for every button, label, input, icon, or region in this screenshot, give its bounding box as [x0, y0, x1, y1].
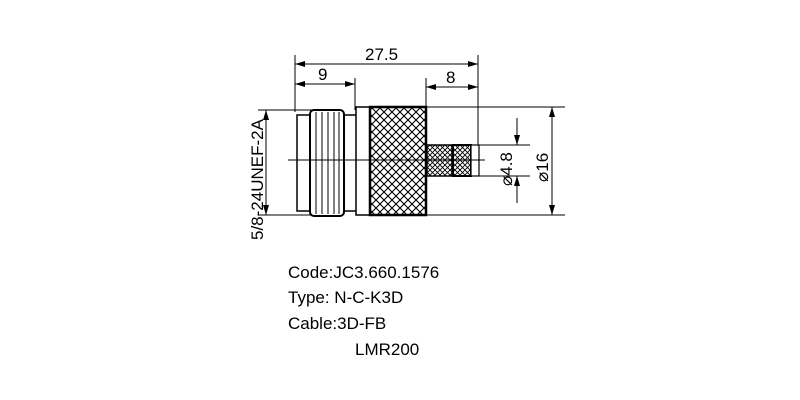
flange: [355, 106, 371, 216]
spec-type: Type: N-C-K3D: [288, 288, 404, 307]
knurled-nut: [368, 105, 428, 217]
spec-cable-alt: LMR200: [355, 340, 420, 359]
spec-cable: Cable:3D-FB: [288, 314, 387, 333]
threaded-section: [296, 109, 358, 217]
spec-code: Code:JC3.660.1576: [288, 263, 440, 282]
thread-spec-label: 5/8-24UNEF-2A: [248, 118, 267, 240]
overall-length-label: 27.5: [365, 45, 398, 64]
body-diameter-label: ⌀16: [533, 153, 552, 182]
pin-length-label: 8: [446, 68, 455, 87]
pin-diameter-label: ⌀4.8: [497, 152, 516, 186]
thread-length-label: 9: [318, 65, 327, 84]
dimension-lines: [263, 61, 555, 215]
